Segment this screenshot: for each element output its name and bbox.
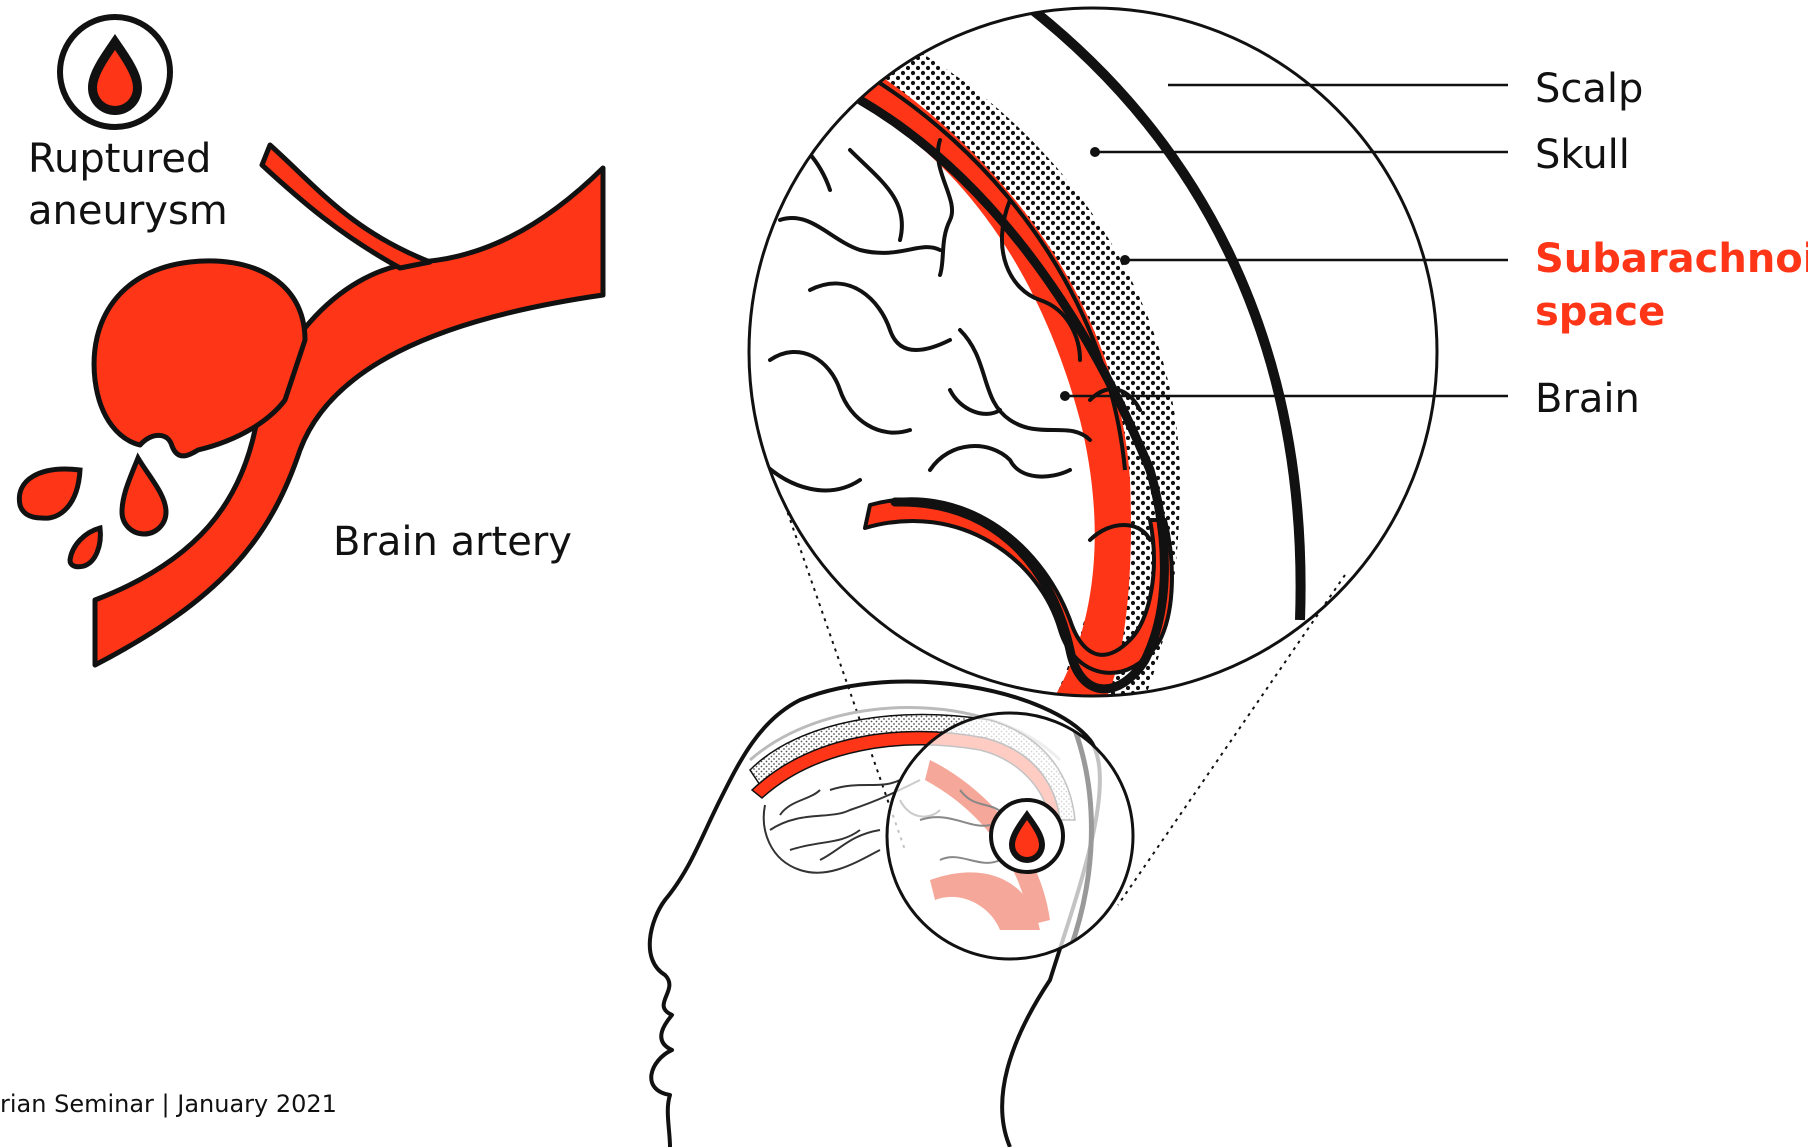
footer-text: rian Seminar | January 2021 [0,1090,337,1118]
artery-branch [262,145,430,268]
head-profile [650,681,1140,1147]
blood-drop [19,469,80,518]
zoom-circle [740,0,1460,720]
aneurysm-panel: Ruptured aneurysm Brain artery [19,17,603,665]
brain-label: Brain [1535,376,1640,422]
blood-drop [122,458,166,534]
blood-drop [70,528,100,567]
skull-label: Skull [1535,132,1630,178]
blood-drop-icon [991,800,1063,872]
scalp-label: Scalp [1535,66,1643,112]
blood-drop-icon [60,17,170,127]
brain-artery-label: Brain artery [333,519,572,565]
subarachnoid-label: Subarachnoid [1535,236,1808,282]
subarachnoid-label-line2: space [1535,289,1665,335]
aneurysm-title-line1: Ruptured [28,136,211,182]
aneurysm-title-line2: aneurysm [28,188,228,234]
